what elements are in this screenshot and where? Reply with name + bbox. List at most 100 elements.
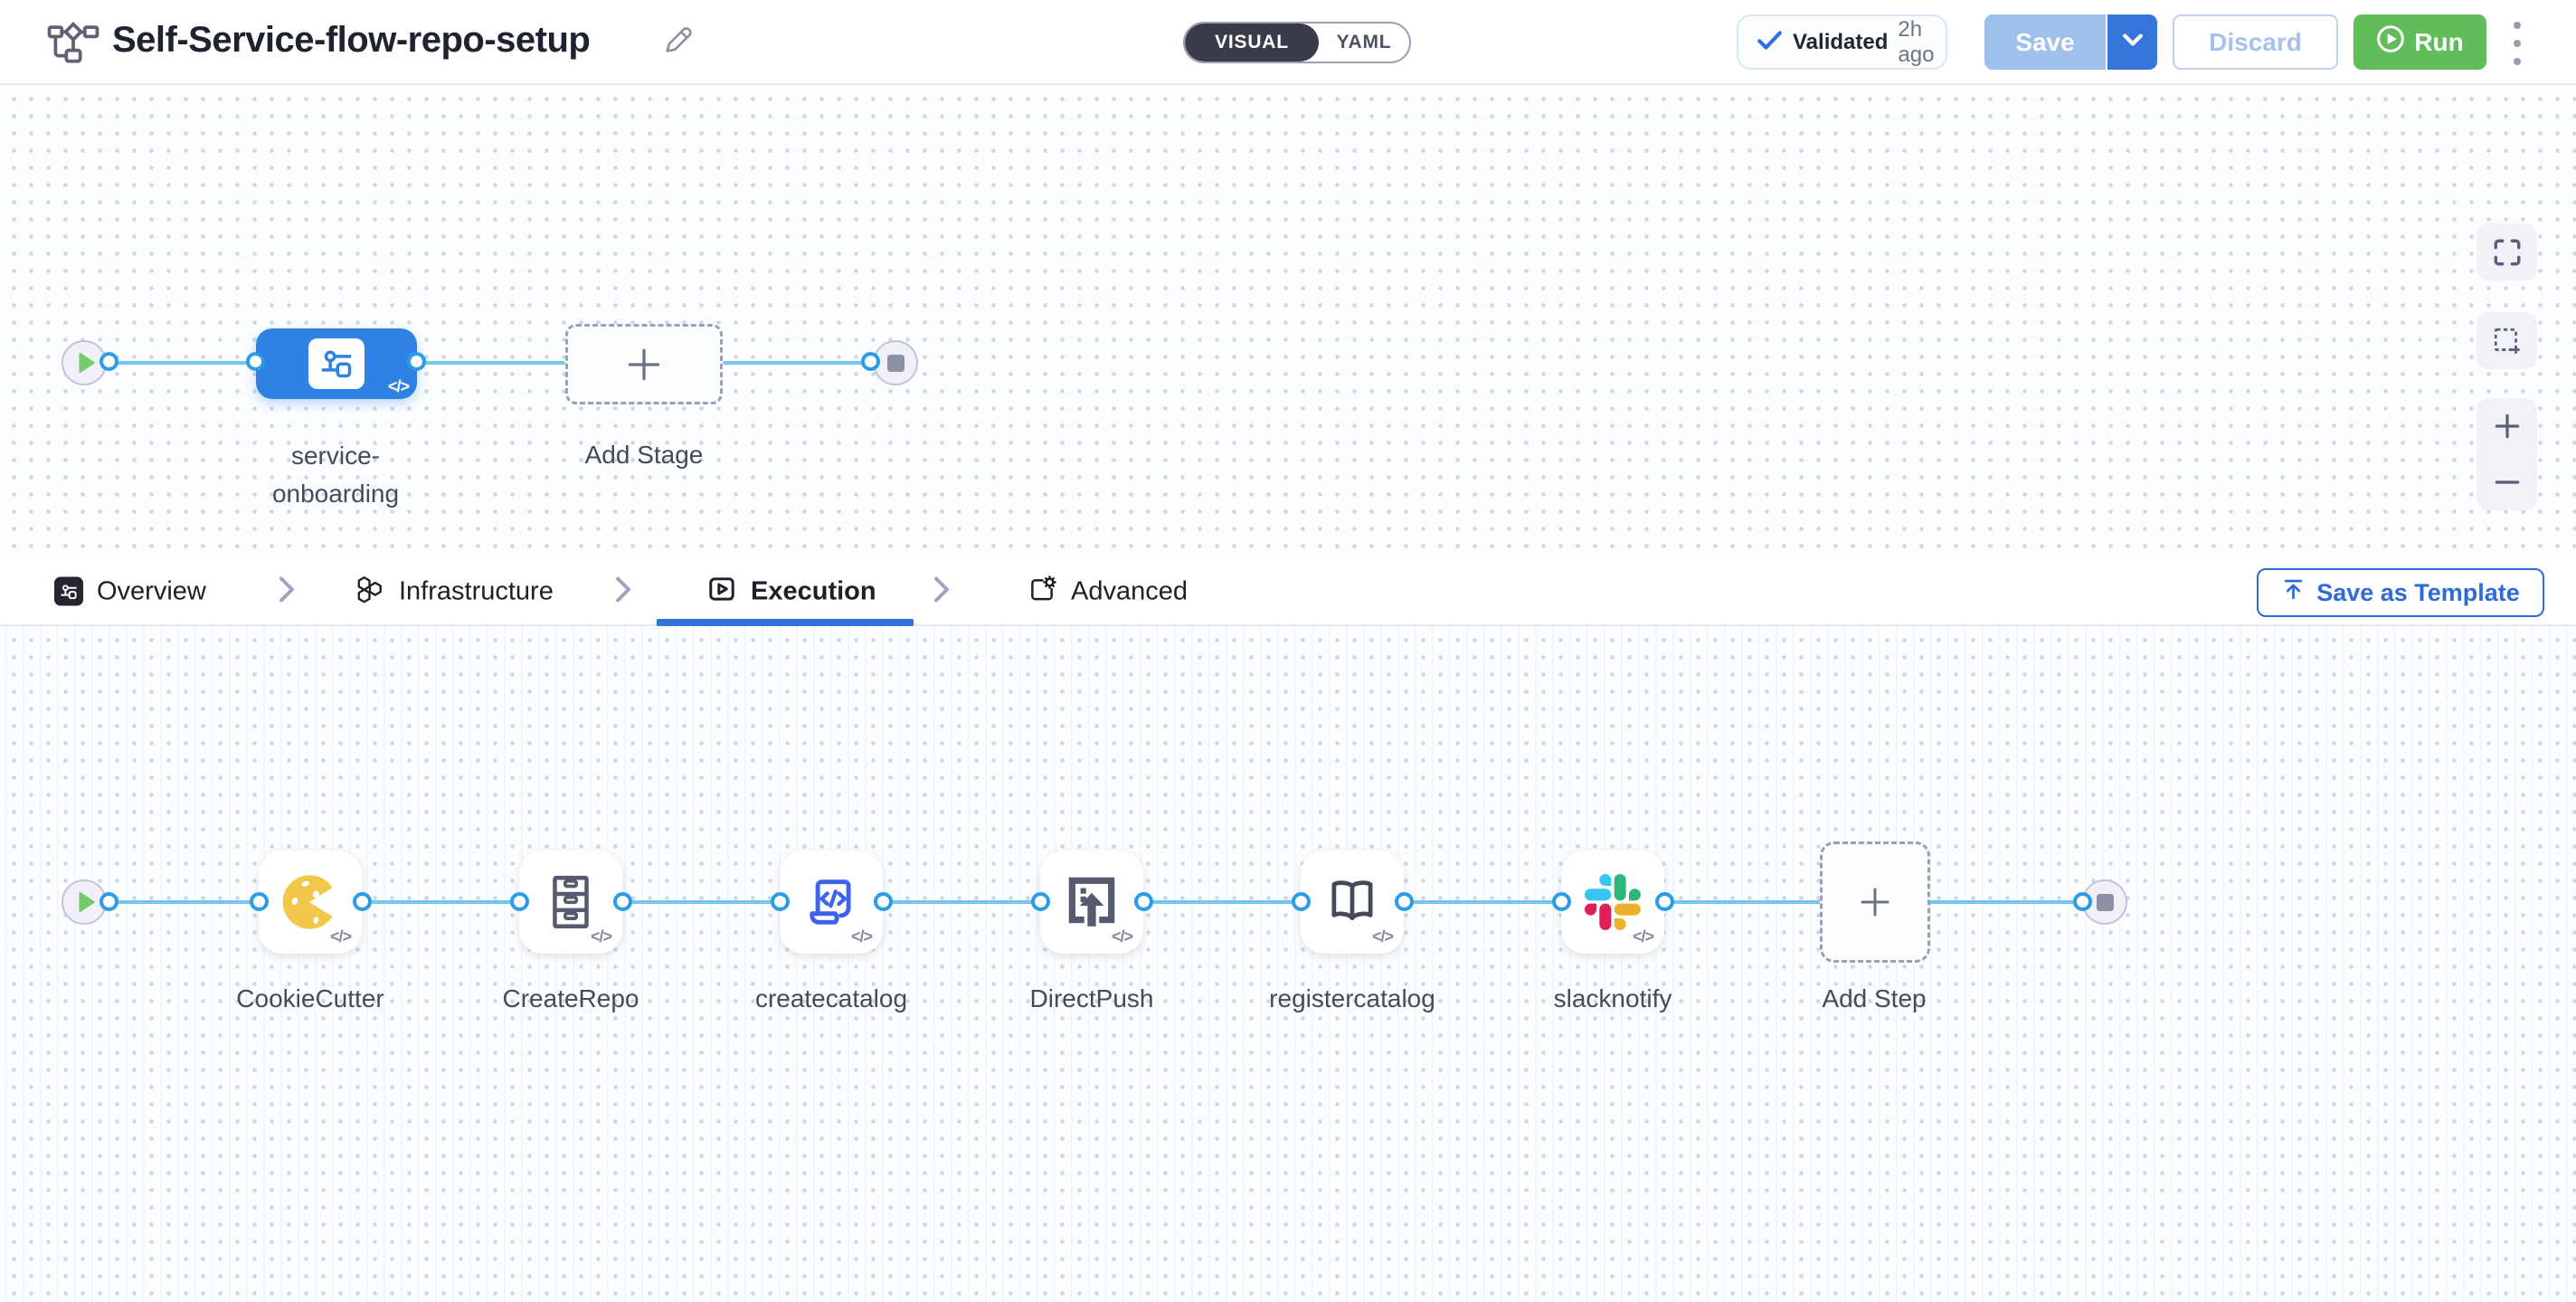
edge — [723, 361, 871, 365]
plus-icon — [1861, 888, 1889, 917]
stage-code-badge: </> — [387, 377, 410, 395]
toggle-yaml[interactable]: YAML — [1336, 32, 1392, 52]
validated-label: Validated — [1793, 29, 1889, 54]
cookiecutter-icon — [282, 875, 333, 929]
connector-port — [1292, 892, 1311, 911]
step-node-cookiecutter[interactable]: </> — [259, 851, 362, 954]
step-node-createcatalog[interactable]: </> — [780, 851, 883, 954]
chevron-right-icon — [613, 575, 633, 607]
step-node-createrepo[interactable]: </> — [519, 851, 622, 954]
execution-start-node — [62, 879, 107, 925]
slack-icon — [1585, 874, 1641, 930]
fullscreen-icon — [2494, 239, 2520, 265]
connector-port — [1655, 892, 1674, 911]
overview-stage-icon — [54, 576, 83, 606]
add-stage-button[interactable] — [565, 324, 723, 404]
add-stage-label: Add Stage — [584, 441, 704, 469]
edit-title-pencil-icon[interactable] — [662, 24, 695, 61]
validated-status-badge[interactable]: Validated 2h ago — [1737, 14, 1947, 70]
edge — [109, 361, 256, 365]
toggle-visual[interactable]: VISUAL — [1185, 24, 1319, 62]
step-code-badge: </> — [590, 927, 612, 946]
marquee-select-icon — [2494, 328, 2520, 354]
connector-port — [1134, 892, 1153, 911]
chevron-right-icon — [932, 575, 952, 607]
start-play-icon — [78, 892, 95, 912]
connector-port — [2073, 892, 2092, 911]
marquee-select-button[interactable] — [2477, 312, 2537, 369]
zoom-controls — [2477, 398, 2537, 510]
stop-square-icon — [886, 354, 904, 372]
chevron-down-icon — [2122, 33, 2144, 52]
infrastructure-hexagons-icon — [355, 574, 385, 609]
zoom-out-button[interactable] — [2492, 467, 2523, 498]
visual-yaml-toggle: VISUAL YAML — [1183, 22, 1411, 63]
step-code-badge: </> — [1111, 927, 1133, 946]
connector-port — [250, 892, 269, 911]
tab-infrastructure[interactable]: Infrastructure — [355, 574, 554, 609]
add-step-button[interactable] — [1820, 841, 1930, 963]
save-dropdown-button[interactable] — [2106, 14, 2157, 70]
execution-play-icon — [706, 574, 737, 609]
step-name-label: CookieCutter — [236, 984, 384, 1012]
stage-node-service-onboarding[interactable]: </> — [256, 328, 417, 399]
step-node-slacknotify[interactable]: </> — [1561, 851, 1664, 954]
stage-name-label: service-onboarding — [271, 442, 400, 508]
discard-button[interactable]: Discard — [2173, 14, 2338, 70]
run-label: Run — [2414, 27, 2464, 56]
chevron-right-icon — [277, 575, 297, 607]
drawer-cabinet-icon — [553, 875, 589, 929]
zoom-in-button[interactable] — [2492, 411, 2523, 442]
connector-port — [771, 892, 790, 911]
tab-overview[interactable]: Overview — [54, 576, 206, 606]
step-name-label: DirectPush — [1029, 984, 1154, 1012]
step-name-label: slacknotify — [1553, 984, 1672, 1012]
step-code-badge: </> — [1632, 927, 1654, 946]
connector-port — [1031, 892, 1050, 911]
step-name-label: createcatalog — [754, 984, 908, 1012]
step-node-directpush[interactable]: </> — [1040, 851, 1143, 954]
stage-tabbar: Overview Infrastructure — [0, 558, 2576, 626]
stop-square-icon — [2096, 893, 2114, 911]
save-as-template-button[interactable]: Save as Template — [2257, 568, 2544, 617]
tab-advanced[interactable]: Advanced — [1027, 574, 1188, 609]
step-code-badge: </> — [1371, 927, 1394, 946]
advanced-gear-icon — [1027, 574, 1057, 609]
execution-canvas: </> </> </> — [0, 626, 2576, 1302]
save-button[interactable]: Save — [1984, 14, 2106, 70]
active-tab-underline — [657, 619, 914, 626]
push-upload-icon — [1068, 877, 1115, 927]
fit-view-button[interactable] — [2477, 223, 2537, 280]
connector-port — [246, 352, 265, 371]
step-code-badge: </> — [329, 927, 352, 946]
upload-icon — [2281, 577, 2306, 608]
edge — [417, 361, 565, 365]
pipeline-start-node — [62, 340, 107, 385]
connector-port — [1552, 892, 1571, 911]
header-toolbar: Self-Service-flow-repo-setup VISUAL YAML… — [0, 0, 2576, 85]
code-scroll-icon — [810, 879, 851, 925]
connector-port — [613, 892, 632, 911]
connector-port — [1395, 892, 1414, 911]
step-code-badge: </> — [850, 927, 873, 946]
validated-check-icon — [1757, 29, 1783, 56]
start-play-icon — [78, 353, 95, 373]
run-button[interactable]: Run — [2353, 14, 2486, 70]
step-name-label: CreateRepo — [502, 984, 639, 1012]
connector-port — [874, 892, 893, 911]
connector-port — [99, 892, 118, 911]
page-title: Self-Service-flow-repo-setup — [112, 20, 591, 60]
connector-port — [407, 352, 426, 371]
validated-time: 2h ago — [1898, 16, 1935, 67]
open-book-icon — [1331, 880, 1373, 920]
more-options-menu[interactable] — [2511, 22, 2524, 65]
tab-execution[interactable]: Execution — [706, 574, 876, 609]
add-step-label: Add Step — [1822, 984, 1927, 1012]
connector-port — [99, 352, 118, 371]
pipeline-flowchart-icon — [47, 22, 99, 70]
plus-icon — [628, 348, 660, 380]
stage-canvas: </> service-onboarding Add Stage — [0, 85, 2576, 558]
step-node-registercatalog[interactable]: </> — [1301, 851, 1404, 954]
connector-port — [353, 892, 372, 911]
